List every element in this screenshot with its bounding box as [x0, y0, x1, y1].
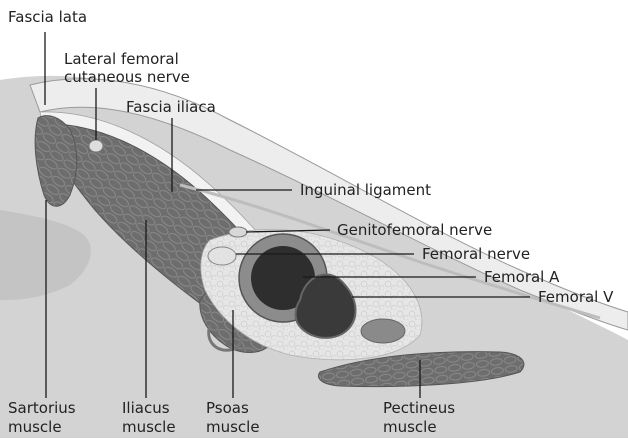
label-inguinal-ligament: Inguinal ligament [300, 181, 431, 199]
label-psoas-line1: Psoas [206, 399, 249, 417]
label-femoral-artery: Femoral A [484, 268, 559, 286]
label-lateral-femoral-cutaneous-nerve-line1: Lateral femoral [64, 50, 179, 68]
label-psoas-line2: muscle [206, 418, 260, 436]
lateral-femoral-cutaneous-nerve-shape [89, 140, 103, 152]
lymph-node-shape [361, 319, 405, 343]
label-genitofemoral-nerve: Genitofemoral nerve [337, 221, 492, 239]
label-femoral-vein: Femoral V [538, 288, 613, 306]
label-sartorius-line1: Sartorius [8, 399, 76, 417]
label-fascia-iliaca: Fascia iliaca [126, 98, 216, 116]
label-pectineus-line1: Pectineus [383, 399, 455, 417]
femoral-nerve-shape [208, 247, 236, 265]
label-femoral-nerve: Femoral nerve [422, 245, 530, 263]
label-fascia-lata: Fascia lata [8, 8, 87, 26]
label-pectineus-line2: muscle [383, 418, 437, 436]
label-sartorius-line2: muscle [8, 418, 62, 436]
label-iliacus-line1: Iliacus [122, 399, 170, 417]
label-lateral-femoral-cutaneous-nerve-line2: cutaneous nerve [64, 68, 190, 86]
label-iliacus-line2: muscle [122, 418, 176, 436]
genitofemoral-nerve-shape [229, 227, 247, 237]
